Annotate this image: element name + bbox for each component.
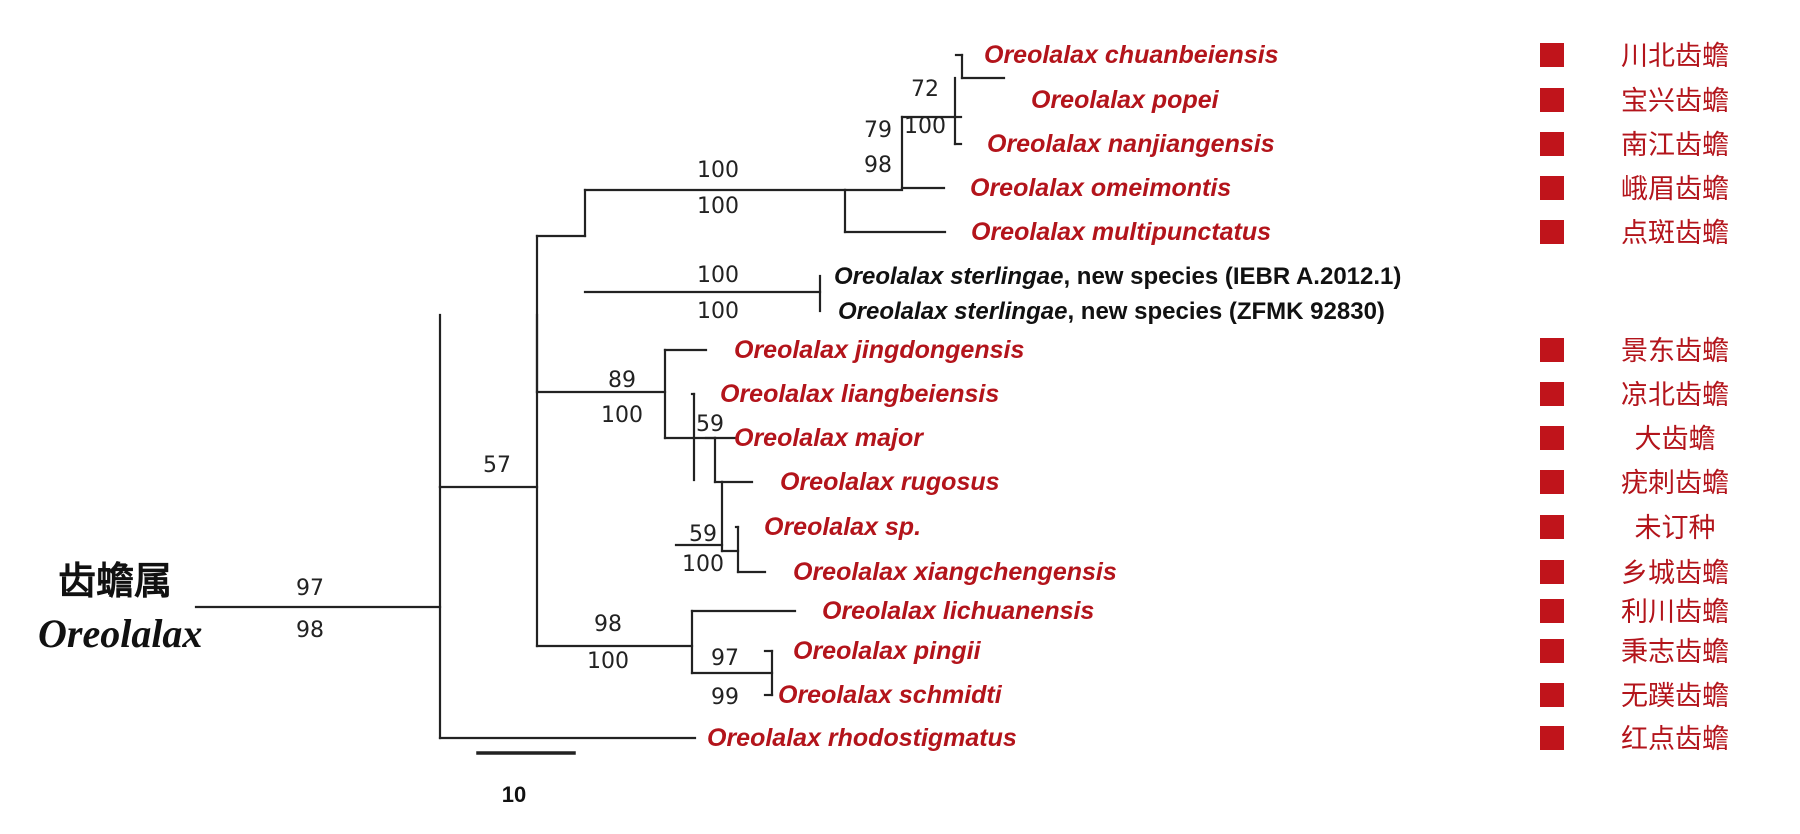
scale-bar-label: 10 bbox=[502, 782, 526, 807]
taxon-label-multipunctatus: Oreolalax multipunctatus bbox=[971, 218, 1271, 246]
chinese-name-sp: 未订种 bbox=[1635, 513, 1716, 544]
support-upper-ingroup: 57 bbox=[483, 453, 511, 478]
taxon-label-major: Oreolalax major bbox=[734, 424, 924, 452]
taxon-label-liangbeiensis: Oreolalax liangbeiensis bbox=[720, 380, 999, 408]
chinese-names: 川北齿蟾宝兴齿蟾南江齿蟾峨眉齿蟾点斑齿蟾景东齿蟾凉北齿蟾大齿蟾疣刺齿蟾未订种乡城… bbox=[1621, 41, 1729, 755]
support-upper-lichuanensis-group: 98 bbox=[594, 612, 622, 637]
support-upper-sterlingae: 100 bbox=[697, 263, 739, 288]
taxon-label-lichuanensis: Oreolalax lichuanensis bbox=[822, 597, 1094, 625]
support-upper-root: 97 bbox=[296, 576, 324, 601]
chinese-name-schmidti: 无蹼齿蟾 bbox=[1621, 681, 1729, 712]
support-upper-sp-xiangchengensis: 59 bbox=[689, 522, 717, 547]
chinese-name-major: 大齿蟾 bbox=[1635, 424, 1716, 455]
taxon-label-nanjiangensis: Oreolalax nanjiangensis bbox=[987, 130, 1275, 158]
chinese-name-lichuanensis: 利川齿蟾 bbox=[1621, 597, 1729, 628]
support-values: 97 98 57 100 100 100 100 79 98 72 100 89 100 59 59 100 9… bbox=[296, 77, 946, 710]
chinese-name-liangbeiensis: 凉北齿蟾 bbox=[1621, 380, 1729, 411]
species-marker-rhodostigmatus bbox=[1540, 726, 1564, 750]
support-upper-north-clade: 100 bbox=[697, 158, 739, 183]
taxon-label-rhodostigmatus: Oreolalax rhodostigmatus bbox=[707, 724, 1017, 752]
support-lower-root: 98 bbox=[296, 618, 324, 643]
support-upper-chuanbeiensis-popei-nanjiangensis-omeimontis: 79 bbox=[864, 118, 892, 143]
genus-latin-name: Oreolalax bbox=[38, 611, 202, 656]
chinese-name-multipunctatus: 点斑齿蟾 bbox=[1621, 218, 1729, 249]
chinese-name-chuanbeiensis: 川北齿蟾 bbox=[1621, 41, 1729, 72]
taxon-label-popei: Oreolalax popei bbox=[1031, 86, 1220, 114]
support-upper-major-group: 59 bbox=[696, 412, 724, 437]
chinese-name-xiangchengensis: 乡城齿蟾 bbox=[1621, 558, 1729, 589]
support-lower-north-clade: 100 bbox=[697, 194, 739, 219]
taxon-label-xiangchengensis: Oreolalax xiangchengensis bbox=[793, 558, 1117, 586]
species-marker-rugosus bbox=[1540, 470, 1564, 494]
support-lower-chuanbeiensis-popei-nanjiangensis-omeimontis: 98 bbox=[864, 153, 892, 178]
support-lower-pingii-schmidti: 99 bbox=[711, 685, 739, 710]
support-upper-chuanbeiensis-popei-nanjiangensis: 72 bbox=[911, 77, 939, 102]
taxon-label-pingii: Oreolalax pingii bbox=[793, 637, 982, 665]
species-marker-sp bbox=[1540, 515, 1564, 539]
genus-chinese-name: 齿蟾属 bbox=[58, 559, 172, 603]
chinese-name-pingii: 秉志齿蟾 bbox=[1621, 637, 1729, 668]
support-lower-sterlingae: 100 bbox=[697, 299, 739, 324]
support-upper-pingii-schmidti: 97 bbox=[711, 646, 739, 671]
support-lower-lichuanensis-group: 100 bbox=[587, 649, 629, 674]
taxon-label-sp: Oreolalax sp. bbox=[764, 513, 921, 541]
taxon-label-sterlingae-2: Oreolalax sterlingae, new species (ZFMK … bbox=[838, 298, 1385, 325]
species-marker-major bbox=[1540, 426, 1564, 450]
species-marker-schmidti bbox=[1540, 683, 1564, 707]
species-marker-lichuanensis bbox=[1540, 599, 1564, 623]
taxon-label-rugosus: Oreolalax rugosus bbox=[780, 468, 1000, 496]
taxon-label-omeimontis: Oreolalax omeimontis bbox=[970, 174, 1231, 202]
taxon-label-chuanbeiensis: Oreolalax chuanbeiensis bbox=[984, 41, 1279, 69]
species-marker-xiangchengensis bbox=[1540, 560, 1564, 584]
species-marker-omeimontis bbox=[1540, 176, 1564, 200]
chinese-name-nanjiangensis: 南江齿蟾 bbox=[1621, 130, 1729, 161]
support-lower-chuanbeiensis-popei-nanjiangensis: 100 bbox=[904, 114, 946, 139]
chinese-name-jingdongensis: 景东齿蟾 bbox=[1621, 336, 1729, 367]
species-marker-popei bbox=[1540, 88, 1564, 112]
taxon-label-schmidti: Oreolalax schmidti bbox=[778, 681, 1003, 709]
support-lower-sp-xiangchengensis: 100 bbox=[682, 552, 724, 577]
species-marker-liangbeiensis bbox=[1540, 382, 1564, 406]
support-upper-jingdongensis-group: 89 bbox=[608, 368, 636, 393]
chinese-name-omeimontis: 峨眉齿蟾 bbox=[1621, 174, 1729, 205]
species-marker-nanjiangensis bbox=[1540, 132, 1564, 156]
support-lower-jingdongensis-group: 100 bbox=[601, 403, 643, 428]
species-marker-pingii bbox=[1540, 639, 1564, 663]
species-marker-jingdongensis bbox=[1540, 338, 1564, 362]
tree-branches bbox=[194, 53, 1006, 740]
chinese-name-rhodostigmatus: 红点齿蟾 bbox=[1621, 724, 1729, 755]
taxon-label-jingdongensis: Oreolalax jingdongensis bbox=[734, 336, 1024, 364]
species-markers bbox=[1540, 43, 1564, 750]
species-marker-multipunctatus bbox=[1540, 220, 1564, 244]
species-marker-chuanbeiensis bbox=[1540, 43, 1564, 67]
chinese-name-popei: 宝兴齿蟾 bbox=[1621, 86, 1729, 117]
taxon-label-sterlingae-1: Oreolalax sterlingae, new species (IEBR … bbox=[834, 263, 1401, 290]
chinese-name-rugosus: 疣刺齿蟾 bbox=[1621, 468, 1729, 499]
